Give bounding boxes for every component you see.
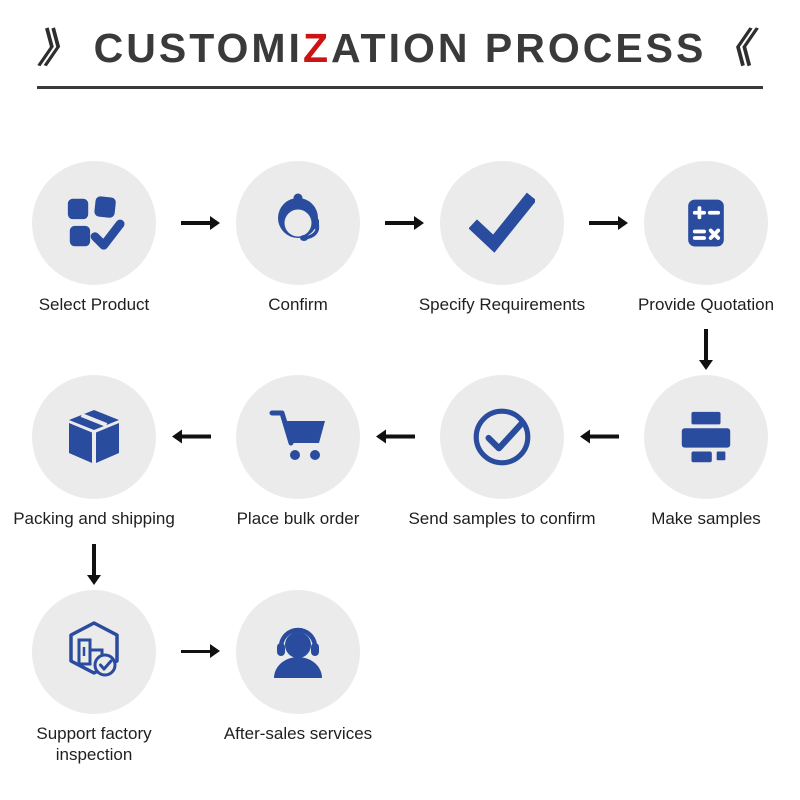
step-label: Confirm [268, 295, 328, 314]
step-factory-inspection: Support factory inspection [10, 589, 178, 766]
arrow-down-icon [87, 543, 100, 585]
calculator-icon [644, 161, 768, 285]
arrow-down-icon [699, 329, 712, 371]
step-label: Packing and shipping [13, 509, 175, 529]
arrow-left-icon [385, 435, 415, 439]
arrow-left-icon [589, 435, 619, 439]
process-flow: Select Product Confirm [10, 161, 790, 765]
step-make-samples: Make samples [622, 375, 790, 529]
step-label: Support factory inspection [36, 723, 152, 764]
step-label: After-sales services [223, 723, 373, 743]
arrow-right-icon [181, 216, 220, 229]
package-box-icon [32, 375, 156, 500]
title-divider [37, 86, 763, 89]
shopping-cart-icon [236, 375, 360, 500]
title-segment: ATION PROCESS [330, 25, 707, 71]
step-label: Place bulk order [236, 509, 360, 529]
flow-row-3: Support factory inspection After-sales s… [10, 589, 790, 766]
right-chevrons-icon: 《 [710, 27, 764, 71]
connector-row-1 [10, 315, 790, 375]
step-confirm: Confirm [214, 161, 382, 315]
printer-icon [644, 375, 768, 500]
flow-row-1: Select Product Confirm [10, 161, 790, 315]
factory-inspection-icon [32, 589, 156, 714]
grid-check-icon [32, 161, 156, 285]
title-segment: CUSTOMI [93, 25, 303, 71]
page-title: 》CUSTOMIZATION PROCESS《 [0, 16, 800, 74]
step-packing-shipping: Packing and shipping [10, 375, 178, 529]
arrow-right-icon [385, 216, 424, 229]
step-provide-quotation: Provide Quotation [622, 161, 790, 315]
step-place-bulk-order: Place bulk order [214, 375, 382, 529]
step-label: Specify Requirements [418, 295, 586, 314]
arrow-left-icon [181, 435, 211, 439]
circle-check-icon [440, 375, 564, 500]
connector-row-2 [10, 530, 790, 590]
step-select-product: Select Product [10, 161, 178, 315]
step-send-samples: Send samples to confirm [408, 375, 596, 529]
step-label: Send samples to confirm [408, 509, 596, 529]
step-label: Make samples [651, 509, 761, 529]
arrow-right-icon [589, 216, 628, 229]
checkmark-icon [440, 161, 564, 285]
arrow-right-icon [181, 644, 220, 658]
step-after-sales: After-sales services [214, 589, 382, 744]
headset-person-icon [236, 589, 360, 714]
left-chevrons-icon: 》 [35, 27, 88, 71]
support-agent-icon [236, 161, 360, 285]
step-label: Select Product [38, 295, 150, 314]
step-label: Provide Quotation [637, 295, 775, 314]
flow-row-2: Packing and shipping Place bulk order [10, 375, 790, 529]
step-specify-requirements: Specify Requirements [418, 161, 586, 315]
title-segment-accent: Z [302, 25, 331, 71]
